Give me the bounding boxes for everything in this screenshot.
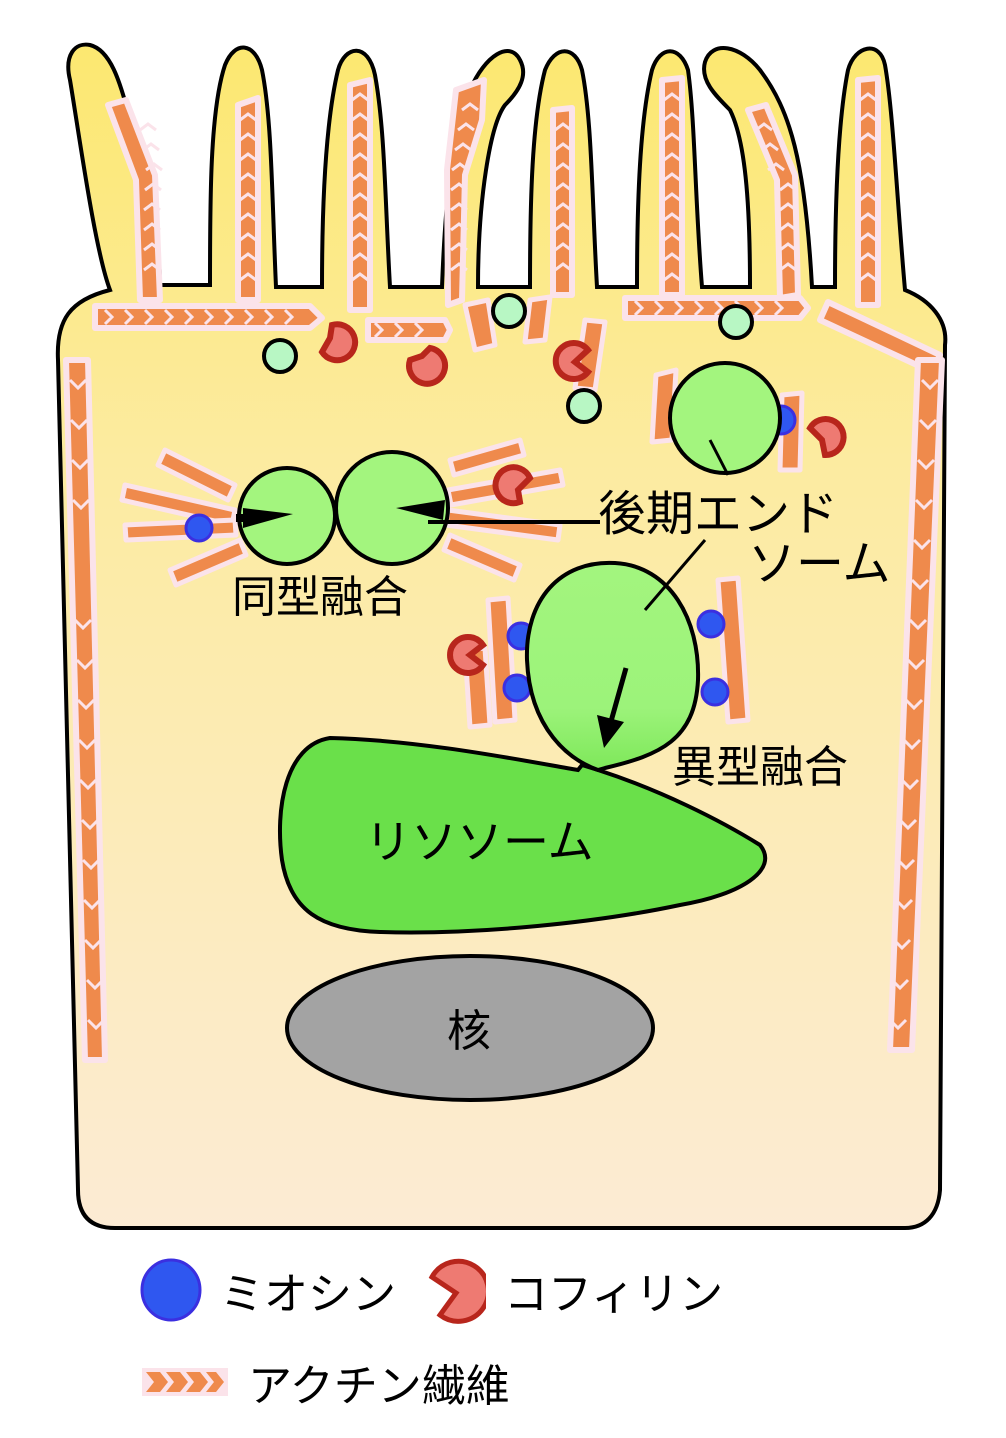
red-pacman-icon bbox=[428, 1258, 486, 1324]
legend-label-myosin: ミオシン bbox=[220, 1269, 396, 1320]
label-nucleus: 核 bbox=[447, 1006, 491, 1057]
arrow-icon bbox=[236, 500, 445, 528]
nucleus bbox=[285, 954, 655, 1102]
arrow-down-icon bbox=[597, 667, 629, 748]
label-heterotypic-fusion: 異型融合 bbox=[672, 742, 848, 793]
endosome-right bbox=[334, 450, 450, 566]
label-late-endosome-line2: ソーム bbox=[748, 536, 891, 592]
label-late-endosome-line1: 後期エンド bbox=[598, 486, 838, 542]
label-lysosome: リソソーム bbox=[365, 815, 594, 869]
legend: ミオシン コフィリン アクチン繊維 bbox=[140, 1250, 900, 1420]
label-homotypic-fusion: 同型融合 bbox=[232, 572, 408, 623]
legend-row-2: アクチン繊維 bbox=[140, 1350, 534, 1414]
late-endosome-upper bbox=[668, 361, 782, 475]
legend-label-cofilin: コフィリン bbox=[504, 1269, 724, 1320]
legend-label-actin: アクチン繊維 bbox=[248, 1361, 510, 1412]
orange-chevron-icon bbox=[142, 1368, 228, 1396]
late-endosome-fusing bbox=[524, 560, 701, 773]
lysosome bbox=[278, 735, 768, 935]
small-vesicles bbox=[262, 293, 754, 424]
cofilin-molecules bbox=[318, 321, 847, 676]
blue-circle-icon bbox=[140, 1258, 202, 1322]
legend-row-1: ミオシン コフィリン bbox=[140, 1255, 747, 1325]
